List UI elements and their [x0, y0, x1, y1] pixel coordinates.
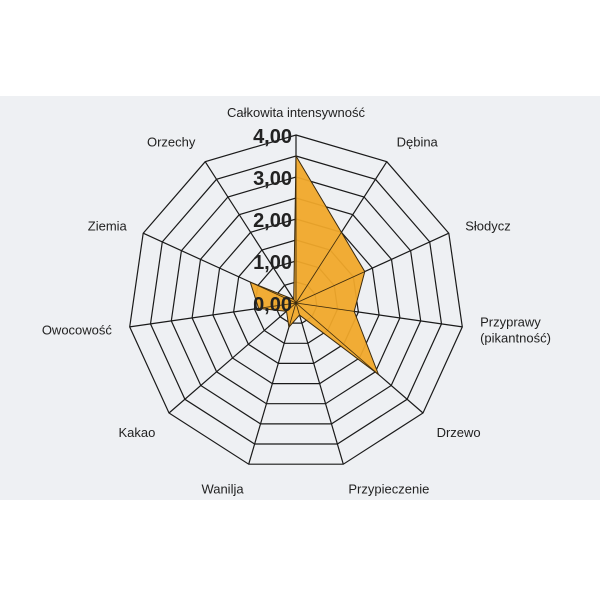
series-spoke	[295, 302, 379, 375]
tick-label: 4,00	[253, 126, 292, 148]
grid-ring	[129, 134, 463, 465]
axis-label: Całkowita intensywność	[227, 105, 366, 120]
tick-label: 3,00	[253, 168, 292, 190]
series-spoke	[295, 232, 342, 304]
axis-label: Wanilja	[201, 482, 244, 497]
tick-label: 0,00	[253, 294, 292, 316]
series-spoke	[286, 302, 297, 312]
grid-ring	[191, 197, 401, 405]
axis-label: Przypieczenie	[348, 482, 429, 497]
grid-spoke	[248, 302, 297, 465]
series-spoke	[250, 281, 297, 304]
grid-spoke	[204, 161, 297, 304]
axis-label: Drzewo	[437, 425, 481, 440]
axis-labels: Całkowita intensywnośćDębinaSłodyczPrzyp…	[42, 105, 551, 497]
series-layer	[249, 154, 380, 376]
series-spoke	[295, 302, 300, 316]
grid-ring	[149, 155, 443, 445]
series-spoke	[293, 299, 297, 304]
grid-ring	[170, 176, 422, 425]
tick-label: 2,00	[253, 210, 292, 232]
grid-spoke	[295, 302, 344, 465]
tick-labels: 0,00 1,00 2,00 3,00 4,00	[253, 126, 292, 316]
axis-label: Kakao	[119, 425, 156, 440]
axis-label: Przyprawy(pikantność)	[480, 315, 551, 346]
grid-spoke	[168, 302, 297, 414]
axis-label: Ziemia	[88, 219, 128, 234]
series-spoke	[295, 302, 355, 312]
tick-label: 1,00	[253, 252, 292, 274]
axis-label: Słodycz	[465, 219, 511, 234]
series-spoke	[295, 271, 365, 304]
grid-ring	[212, 218, 380, 385]
axis-label: Owocowość	[42, 323, 113, 338]
series-spoke	[288, 302, 297, 328]
axis-label: Dębina	[397, 135, 439, 150]
series-spoke	[258, 302, 297, 309]
axis-label: Orzechy	[147, 135, 196, 150]
